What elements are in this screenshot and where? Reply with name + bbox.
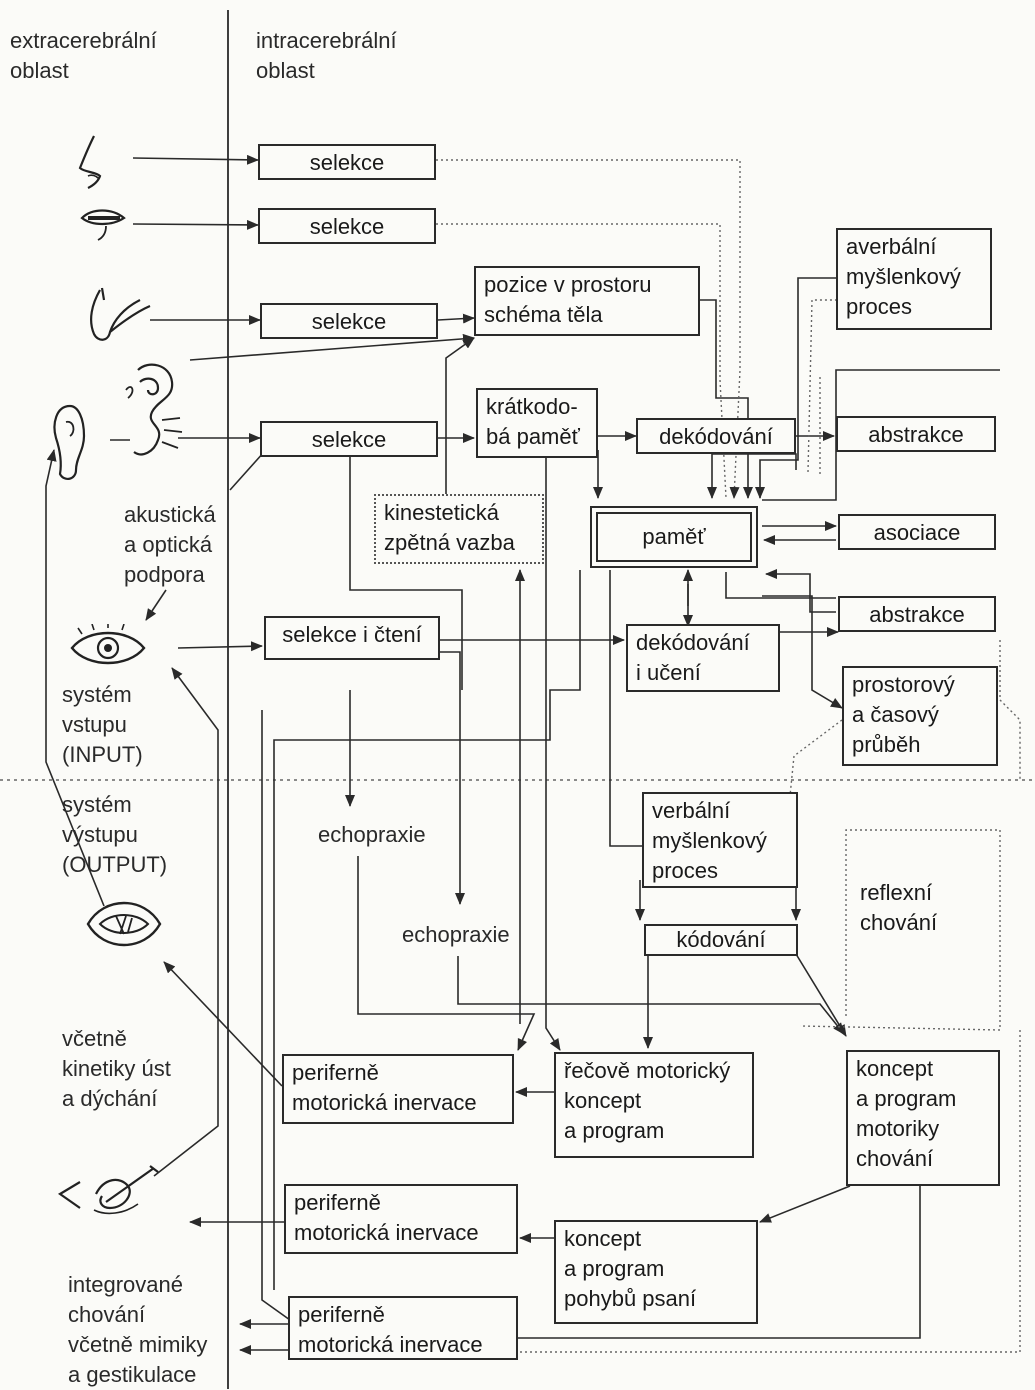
box-kodovani: kódování bbox=[644, 924, 798, 956]
box-dekodovani: dekódování bbox=[636, 418, 796, 454]
header-intracerebral: intracerebrální oblast bbox=[256, 28, 397, 83]
box-selekce-4: selekce bbox=[260, 421, 438, 457]
label-integrovane-chovani: integrované chování včetně mimiky a gest… bbox=[68, 1272, 208, 1387]
box-koncept-motoriky: koncept a program motoriky chování bbox=[846, 1050, 1000, 1186]
ear-icon bbox=[53, 404, 86, 480]
box-pozice-v-prostoru: pozice v prostoru schéma těla bbox=[474, 266, 700, 336]
box-selekce-1: selekce bbox=[258, 144, 436, 180]
mouth-icon bbox=[80, 209, 126, 241]
box-periferne-inervace-1: periferně motorická inervace bbox=[282, 1054, 514, 1124]
box-pamet: paměť bbox=[590, 506, 758, 568]
box-dekodovani-i-uceni: dekódování i učení bbox=[626, 624, 780, 692]
hand-icon bbox=[90, 287, 151, 341]
box-selekce-3: selekce bbox=[260, 303, 438, 339]
label-vcetne-kinetiky: včetně kinetiky úst a dýchání bbox=[62, 1026, 171, 1111]
box-verbalni-proces: verbální myšlenkový proces bbox=[642, 792, 798, 888]
box-kratkodoba-pamet: krátkodo- bá paměť bbox=[476, 388, 598, 458]
header-extracerebral: extracerebrální oblast bbox=[10, 28, 157, 83]
label-akusticka-podpora: akustická a optická podpora bbox=[124, 502, 216, 587]
box-averbalni-proces: averbální myšlenkový proces bbox=[836, 228, 992, 330]
label-echopraxie-1: echopraxie bbox=[318, 822, 426, 847]
box-reflexni-chovani: reflexní chování bbox=[860, 880, 938, 935]
box-selekce-2: selekce bbox=[258, 208, 436, 244]
box-kinesteticka-zpetna-vazba: kinestetická zpětná vazba bbox=[374, 494, 544, 564]
label-system-vystupu: systém výstupu (OUTPUT) bbox=[62, 792, 168, 877]
box-prostorovy-prubeh: prostorový a časový průběh bbox=[842, 666, 998, 766]
box-selekce-i-cteni: selekce i čtení bbox=[264, 616, 440, 660]
speaking-mouth-icon bbox=[86, 901, 162, 947]
label-echopraxie-2: echopraxie bbox=[402, 922, 510, 947]
eye-icon bbox=[70, 624, 146, 665]
label-system-vstupu: systém vstupu (INPUT) bbox=[62, 682, 143, 767]
box-abstrakce-1: abstrakce bbox=[836, 416, 996, 452]
box-koncept-psani: koncept a program pohybů psaní bbox=[554, 1220, 758, 1324]
box-periferne-inervace-3: periferně motorická inervace bbox=[288, 1296, 518, 1360]
writing-hand-icon bbox=[57, 1165, 159, 1215]
box-recove-motoricky-koncept: řečově motorický koncept a program bbox=[554, 1052, 754, 1158]
nose-icon bbox=[78, 135, 102, 189]
inner-ear-icon bbox=[125, 363, 183, 456]
box-asociace: asociace bbox=[838, 514, 996, 550]
box-abstrakce-2: abstrakce bbox=[838, 596, 996, 632]
box-periferne-inervace-2: periferně motorická inervace bbox=[284, 1184, 518, 1254]
